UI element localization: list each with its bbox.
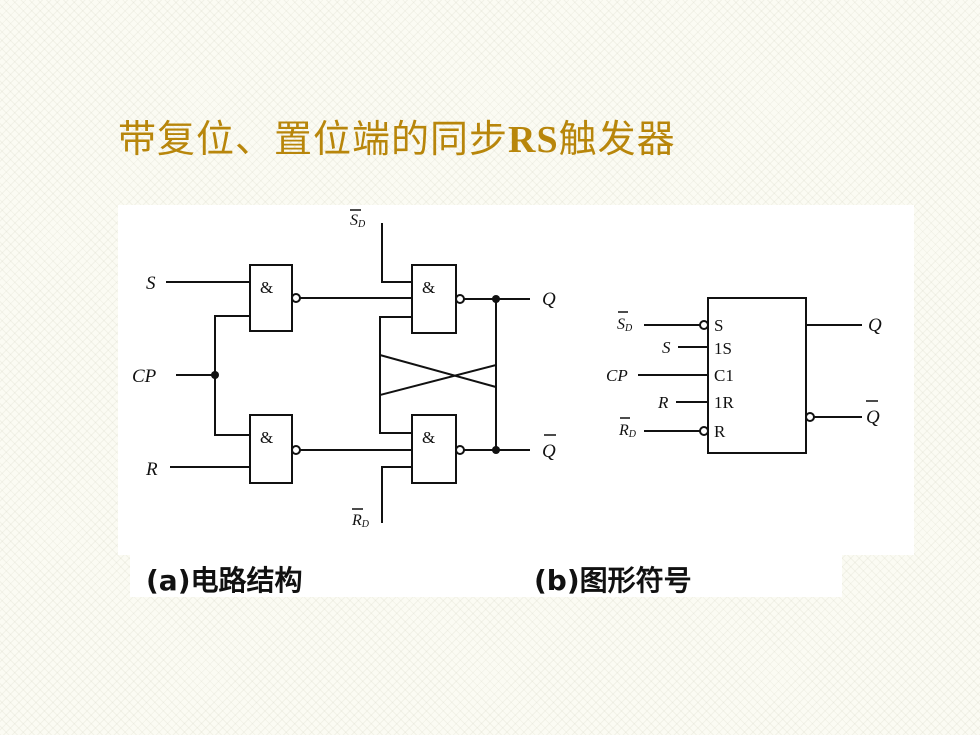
slide-title: 带复位、置位端的同步RS触发器: [118, 108, 676, 163]
label-q: Q: [542, 289, 556, 310]
caption-b: (b)图形符号: [534, 564, 692, 597]
label-rd-main: R: [351, 512, 362, 529]
sym-label-rd-main: R: [618, 422, 629, 439]
bubble-g4: [291, 445, 301, 455]
sym-label-sd-main: S: [617, 316, 625, 333]
junction-cp: [211, 371, 219, 379]
nand-gate-g2: [411, 414, 457, 484]
label-rd-sub: D: [361, 519, 370, 530]
gate-symbol-g3: &: [260, 278, 273, 297]
label-r: R: [145, 459, 158, 480]
circuit-diagram: & & & & S CP R SD RD Q Q SD S CP R RD S …: [132, 209, 882, 530]
sym-label-r: R: [657, 393, 669, 412]
caption-a: (a)电路结构: [146, 564, 303, 597]
bubble-g3: [291, 293, 301, 303]
wire-cp-branch: [214, 315, 250, 436]
sym-label-cp: CP: [606, 366, 628, 385]
gate-symbol-g2: &: [422, 428, 435, 447]
pin-1s: 1S: [714, 339, 732, 358]
caption-bar: (a)电路结构 (b)图形符号: [130, 555, 842, 597]
sym-label-rd: RD: [618, 422, 637, 440]
gate-symbol-g1: &: [422, 278, 435, 297]
junction-q: [492, 295, 500, 303]
bubble-sym-rd: [699, 426, 709, 436]
pin-c1: C1: [714, 366, 734, 385]
nand-gate-g4: [249, 414, 293, 484]
nand-gate-g1: [411, 264, 457, 334]
junction-qbar: [492, 446, 500, 454]
label-sd-sub: D: [357, 219, 366, 230]
label-sd-main: S: [350, 212, 358, 229]
sym-label-sd-sub: D: [624, 323, 633, 334]
figure-panel: & & & & S CP R SD RD Q Q SD S CP R RD S …: [118, 205, 914, 555]
title-suffix: 触发器: [558, 117, 676, 161]
title-prefix: 带复位、置位端的同步: [118, 117, 509, 161]
sym-label-q: Q: [868, 315, 882, 336]
sym-label-s: S: [662, 338, 671, 357]
pin-r: R: [714, 422, 726, 441]
wire-rd: [381, 466, 412, 523]
bubble-sym-qbar: [805, 412, 815, 422]
sym-label-qbar: Q: [866, 407, 880, 428]
bubble-g2: [455, 445, 465, 455]
label-qbar: Q: [542, 441, 556, 462]
bubble-g1: [455, 294, 465, 304]
sym-label-rd-sub: D: [628, 429, 637, 440]
label-cp: CP: [132, 366, 157, 387]
bubble-sym-sd: [699, 320, 709, 330]
title-rs: RS: [508, 119, 559, 161]
pin-1r: 1R: [714, 393, 735, 412]
label-sd: SD: [350, 212, 366, 230]
pin-s: S: [714, 316, 723, 335]
label-s: S: [146, 273, 156, 294]
wire-sd: [381, 223, 412, 283]
gate-symbol-g4: &: [260, 428, 273, 447]
label-rd: RD: [351, 512, 370, 530]
nand-gate-g3: [249, 264, 293, 332]
wire-feedback-q: [379, 299, 497, 434]
sym-label-sd: SD: [617, 316, 633, 334]
wire-feedback-qbar: [379, 316, 497, 450]
